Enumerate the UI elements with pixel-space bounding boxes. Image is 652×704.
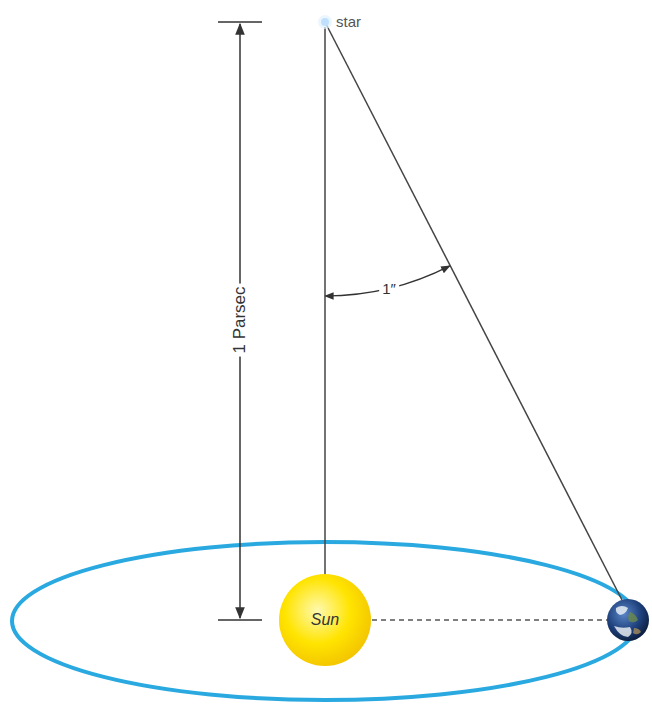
- baseline-dashed: [372, 619, 607, 620]
- star-label: star: [336, 13, 361, 30]
- dimension-tick: [218, 619, 262, 621]
- dimension-label: 1 Parsec: [231, 283, 250, 356]
- dimension-tick: [218, 21, 262, 23]
- sun-circle: Sun: [279, 574, 371, 666]
- angle-label: 1″: [379, 281, 399, 298]
- sun-label: Sun: [311, 611, 339, 629]
- star-dot: [320, 17, 330, 27]
- sight-line: [325, 22, 622, 600]
- sight-line-connector: [324, 27, 326, 574]
- earth: [607, 599, 649, 641]
- star-point: star: [320, 17, 330, 27]
